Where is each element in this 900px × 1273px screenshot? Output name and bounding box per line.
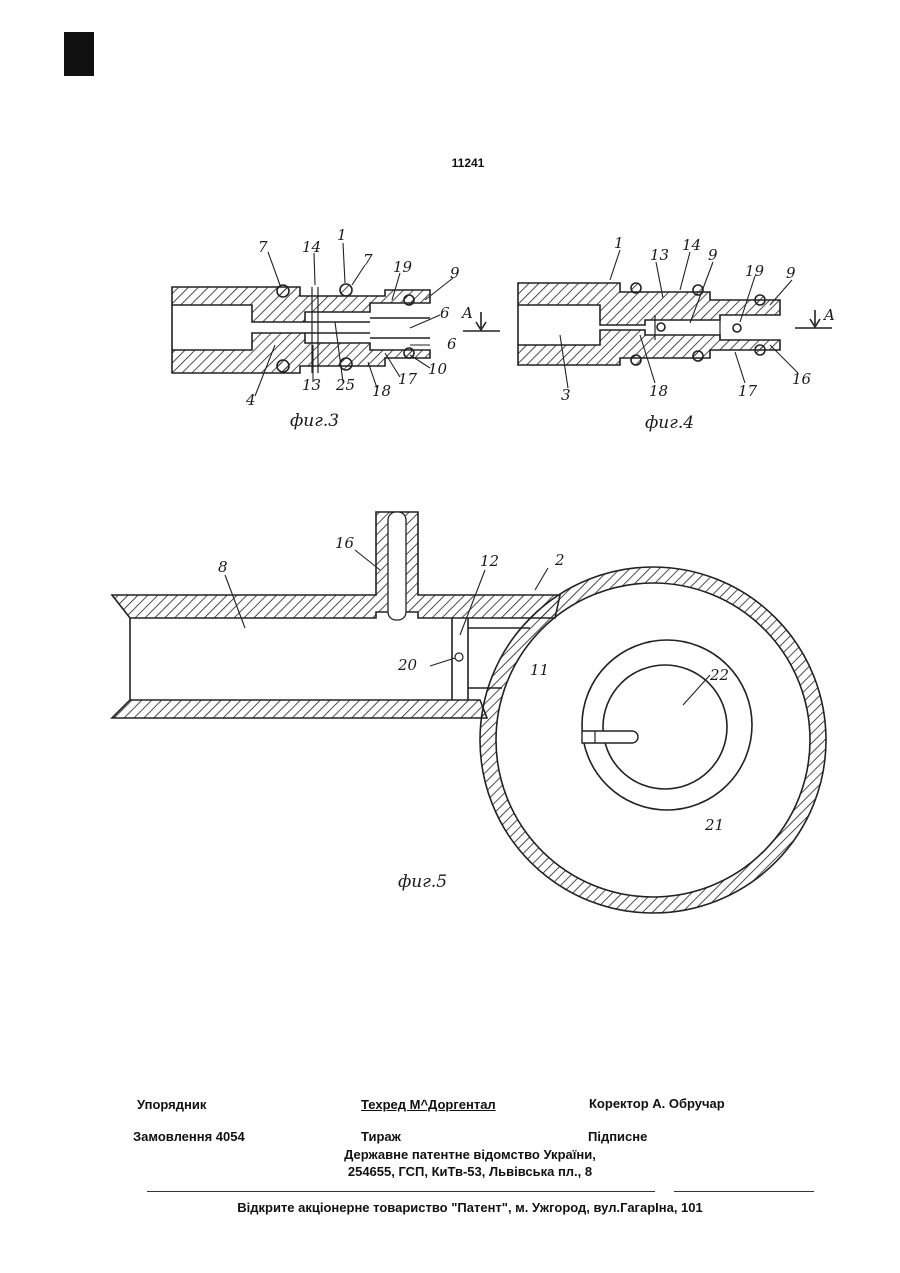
figure-4-drawing <box>518 250 832 388</box>
fig4-label-1: 1 <box>614 234 624 252</box>
footer-order: Замовлення 4054 <box>133 1129 245 1144</box>
fig3-label-1: 1 <box>337 226 347 244</box>
fig3-label-19: 19 <box>393 258 413 276</box>
fig4-label-16: 16 <box>792 370 812 388</box>
fig4-label-9a: 9 <box>708 246 718 264</box>
footer-tech-editor: Техред М^Доргентал <box>361 1097 496 1112</box>
footer-divider-right <box>674 1191 814 1192</box>
fig4-label-9b: 9 <box>786 264 796 282</box>
fig3-label-17: 17 <box>398 370 418 388</box>
fig5-label-20: 20 <box>397 656 418 674</box>
fig3-label-9: 9 <box>450 264 460 282</box>
fig3-label-13: 13 <box>302 376 321 394</box>
fig5-label-11: 11 <box>530 661 549 679</box>
footer-corrector: Коректор А. Обручар <box>589 1096 725 1111</box>
fig5-label-8: 8 <box>218 558 228 576</box>
fig4-section-mark: A <box>822 306 835 324</box>
fig5-label-12: 12 <box>480 552 499 570</box>
fig4-label-13: 13 <box>650 246 669 264</box>
fig4-label-3: 3 <box>561 386 571 404</box>
footer-compiler: Упорядник <box>137 1097 206 1112</box>
fig4-label-14: 14 <box>682 236 701 254</box>
fig4-label-17: 17 <box>738 382 758 400</box>
fig3-label-4: 4 <box>245 391 256 409</box>
fig3-label-18: 18 <box>372 382 391 400</box>
fig3-label-25: 25 <box>335 376 355 394</box>
fig5-label-16: 16 <box>335 534 355 552</box>
fig3-label-6b: 6 <box>447 335 457 353</box>
fig4-caption: фиг.4 <box>645 413 694 433</box>
fig3-label-14: 14 <box>302 238 321 256</box>
fig3-label-7b: 7 <box>363 251 373 269</box>
fig3-section-mark: A <box>460 304 473 322</box>
footer-office-line2: 254655, ГСП, КиТв-53, Львівська пл., 8 <box>250 1164 690 1179</box>
fig5-label-21: 21 <box>704 816 724 834</box>
footer-circulation: Тираж <box>361 1129 401 1144</box>
fig5-caption: фиг.5 <box>398 872 447 892</box>
fig3-label-10: 10 <box>428 360 448 378</box>
footer-printer: Відкрите акціонерне товариство "Патент",… <box>150 1200 790 1215</box>
fig5-label-22: 22 <box>709 666 729 684</box>
figure-3-labels: 7 14 1 7 19 9 6 6 10 17 18 25 13 4 A фиг… <box>245 226 473 431</box>
fig4-label-19: 19 <box>745 262 765 280</box>
fig3-label-7a: 7 <box>258 238 268 256</box>
footer-office-line1: Державне патентне відомство України, <box>250 1147 690 1162</box>
footer-divider-left <box>147 1191 655 1192</box>
fig5-label-2: 2 <box>554 551 565 569</box>
fig4-label-18: 18 <box>649 382 668 400</box>
fig3-caption: фиг.3 <box>290 411 339 431</box>
fig3-label-6a: 6 <box>440 304 450 322</box>
footer-signed: Підписне <box>588 1129 647 1144</box>
